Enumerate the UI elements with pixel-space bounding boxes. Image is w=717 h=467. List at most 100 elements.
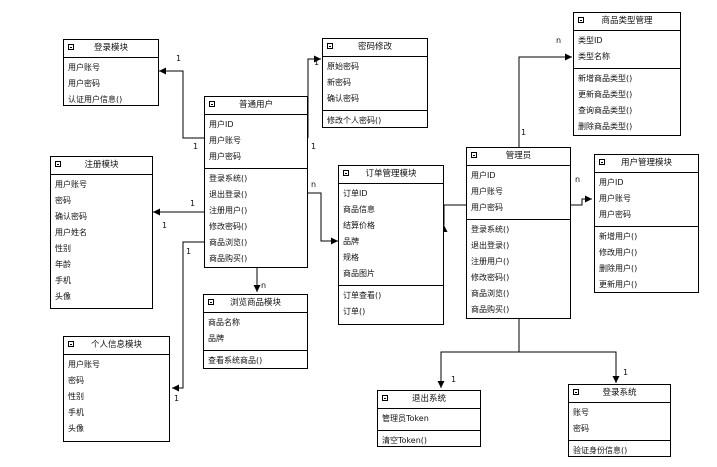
method-item: 修改个人密码() bbox=[327, 116, 382, 125]
attribute-item: 规格 bbox=[343, 253, 359, 262]
class-box-product-type-mgmt[interactable]: 商品类型管理 类型ID 类型名称 新增商品类型() 更新商品类型() 查询商品类… bbox=[573, 12, 681, 136]
class-box-admin[interactable]: 管理员 用户ID 用户账号 用户密码 登录系统() 退出登录() 注册用户() … bbox=[466, 147, 571, 319]
attribute-item: 类型ID bbox=[578, 36, 603, 45]
class-box-order-mgmt[interactable]: 订单管理模块 订单ID 商品信息 结算价格 品牌 规格 商品图片 订单查看() … bbox=[338, 165, 444, 325]
collapse-toggle-icon[interactable] bbox=[208, 299, 214, 305]
class-title: 注册模块 bbox=[84, 160, 119, 170]
attributes-section: 账号 密码 bbox=[569, 403, 670, 441]
attribute-item: 商品图片 bbox=[343, 269, 375, 278]
multiplicity-label: 1 bbox=[314, 58, 320, 67]
arrowhead-personal bbox=[172, 384, 179, 392]
line-admin-order bbox=[443, 204, 466, 225]
class-box-personal-info[interactable]: 个人信息模块 用户账号 密码 性别 手机 头像 bbox=[63, 336, 170, 442]
collapse-toggle-icon[interactable] bbox=[599, 159, 605, 165]
method-item: 清空Token() bbox=[382, 436, 428, 445]
multiplicity-label: 1 bbox=[186, 247, 192, 256]
attribute-item: 确认密码 bbox=[55, 212, 87, 221]
attribute-item: 商品名称 bbox=[208, 318, 240, 327]
collapse-toggle-icon[interactable] bbox=[343, 170, 349, 176]
multiplicity-label: 1 bbox=[623, 368, 629, 377]
class-box-login-system[interactable]: 登录系统 账号 密码 验证身份信息() bbox=[568, 384, 671, 457]
collapse-toggle-icon[interactable] bbox=[382, 395, 388, 401]
attribute-item: 手机 bbox=[55, 276, 71, 285]
attributes-section: 商品名称 品牌 bbox=[204, 313, 307, 351]
multiplicity-label: n bbox=[556, 36, 562, 45]
arrowhead-usermgmt bbox=[585, 195, 592, 203]
class-box-logout-system[interactable]: 退出系统 管理员Token 清空Token() bbox=[377, 390, 481, 447]
attributes-section: 用户ID 用户账号 用户密码 bbox=[595, 173, 698, 227]
methods-section: 新增用户() 修改用户() 删除用户() 更新用户() bbox=[595, 227, 698, 296]
attribute-item: 密码 bbox=[573, 424, 589, 433]
attribute-item: 年龄 bbox=[55, 260, 71, 269]
method-item: 商品购买() bbox=[209, 254, 248, 263]
attribute-item: 用户ID bbox=[471, 171, 496, 180]
attributes-section: 原始密码 新密码 确认密码 bbox=[323, 57, 427, 111]
method-item: 修改密码() bbox=[471, 273, 510, 282]
attribute-item: 原始密码 bbox=[327, 62, 359, 71]
class-box-normal-user[interactable]: 普通用户 用户ID 用户账号 用户密码 登录系统() 退出登录() 注册用户()… bbox=[204, 96, 308, 268]
methods-section: 登录系统() 退出登录() 注册用户() 修改密码() 商品浏览() 商品购买(… bbox=[467, 220, 570, 321]
method-item: 注册用户() bbox=[209, 206, 248, 215]
attribute-item: 用户ID bbox=[209, 120, 234, 129]
method-item: 查询商品类型() bbox=[578, 106, 633, 115]
collapse-toggle-icon[interactable] bbox=[68, 44, 74, 50]
arrowhead-logout bbox=[437, 381, 445, 388]
attribute-item: 手机 bbox=[68, 408, 84, 417]
multiplicity-label: 1 bbox=[190, 199, 196, 208]
attribute-item: 用户密码 bbox=[68, 79, 100, 88]
method-item: 更新用户() bbox=[599, 280, 638, 289]
attributes-section: 用户ID 用户账号 用户密码 bbox=[467, 166, 570, 220]
method-item: 验证身份信息() bbox=[573, 446, 628, 455]
line-user-password bbox=[307, 58, 321, 138]
attribute-item: 商品信息 bbox=[343, 205, 375, 214]
class-title: 浏览商品模块 bbox=[229, 298, 281, 308]
class-box-login-module[interactable]: 登录模块 用户账号 用户密码 认证用户信息() bbox=[63, 39, 159, 106]
methods-section: 登录系统() 退出登录() 注册用户() 修改密码() 商品浏览() 商品购买(… bbox=[205, 169, 307, 270]
multiplicity-label: 1 bbox=[451, 375, 457, 384]
class-title: 个人信息模块 bbox=[90, 340, 142, 350]
method-item: 登录系统() bbox=[209, 174, 248, 183]
collapse-toggle-icon[interactable] bbox=[55, 161, 61, 167]
collapse-toggle-icon[interactable] bbox=[573, 389, 579, 395]
attribute-item: 用户账号 bbox=[55, 180, 87, 189]
class-box-password-modify[interactable]: 密码修改 原始密码 新密码 确认密码 修改个人密码() bbox=[322, 38, 428, 128]
line-user-personal bbox=[172, 241, 204, 389]
collapse-toggle-icon[interactable] bbox=[578, 17, 584, 23]
attribute-item: 认证用户信息() bbox=[68, 95, 123, 104]
arrowhead-login bbox=[159, 67, 166, 75]
method-item: 退出登录() bbox=[209, 190, 248, 199]
attribute-item: 用户密码 bbox=[599, 210, 631, 219]
class-box-browse-products[interactable]: 浏览商品模块 商品名称 品牌 查看系统商品() bbox=[203, 294, 308, 369]
class-title: 登录系统 bbox=[602, 388, 637, 398]
method-item: 退出登录() bbox=[471, 241, 510, 250]
attribute-item: 用户密码 bbox=[471, 203, 503, 212]
attribute-item: 用户ID bbox=[599, 178, 624, 187]
method-item: 商品浏览() bbox=[209, 238, 248, 247]
attribute-item: 用户姓名 bbox=[55, 228, 87, 237]
line-admin-type bbox=[518, 56, 572, 147]
method-item: 订单() bbox=[343, 307, 366, 316]
class-box-register-module[interactable]: 注册模块 用户账号 密码 确认密码 用户姓名 性别 年龄 手机 头像 bbox=[50, 156, 153, 309]
class-title: 密码修改 bbox=[357, 42, 392, 52]
attribute-item: 头像 bbox=[68, 424, 84, 433]
class-box-user-mgmt[interactable]: 用户管理模块 用户ID 用户账号 用户密码 新增用户() 修改用户() 删除用户… bbox=[594, 154, 699, 293]
arrowhead-password bbox=[314, 55, 321, 63]
collapse-toggle-icon[interactable] bbox=[68, 341, 74, 347]
arrowhead-loginsys bbox=[612, 376, 620, 383]
method-item: 新增用户() bbox=[599, 232, 638, 241]
collapse-toggle-icon[interactable] bbox=[327, 43, 333, 49]
line-user-login bbox=[159, 70, 204, 139]
collapse-toggle-icon[interactable] bbox=[471, 152, 477, 158]
attribute-item: 新密码 bbox=[327, 78, 351, 87]
collapse-toggle-icon[interactable] bbox=[209, 101, 215, 107]
line-admin-loginsys bbox=[519, 351, 617, 383]
method-item: 更新商品类型() bbox=[578, 90, 633, 99]
method-item: 删除商品类型() bbox=[578, 122, 633, 131]
attribute-item: 用户账号 bbox=[599, 194, 631, 203]
method-item: 新增商品类型() bbox=[578, 74, 633, 83]
multiplicity-label: n bbox=[311, 180, 317, 189]
class-title: 管理员 bbox=[505, 151, 532, 161]
attributes-section: 订单ID 商品信息 结算价格 品牌 规格 商品图片 bbox=[339, 184, 443, 286]
method-item: 订单查看() bbox=[343, 291, 382, 300]
arrowhead-type bbox=[565, 53, 572, 61]
